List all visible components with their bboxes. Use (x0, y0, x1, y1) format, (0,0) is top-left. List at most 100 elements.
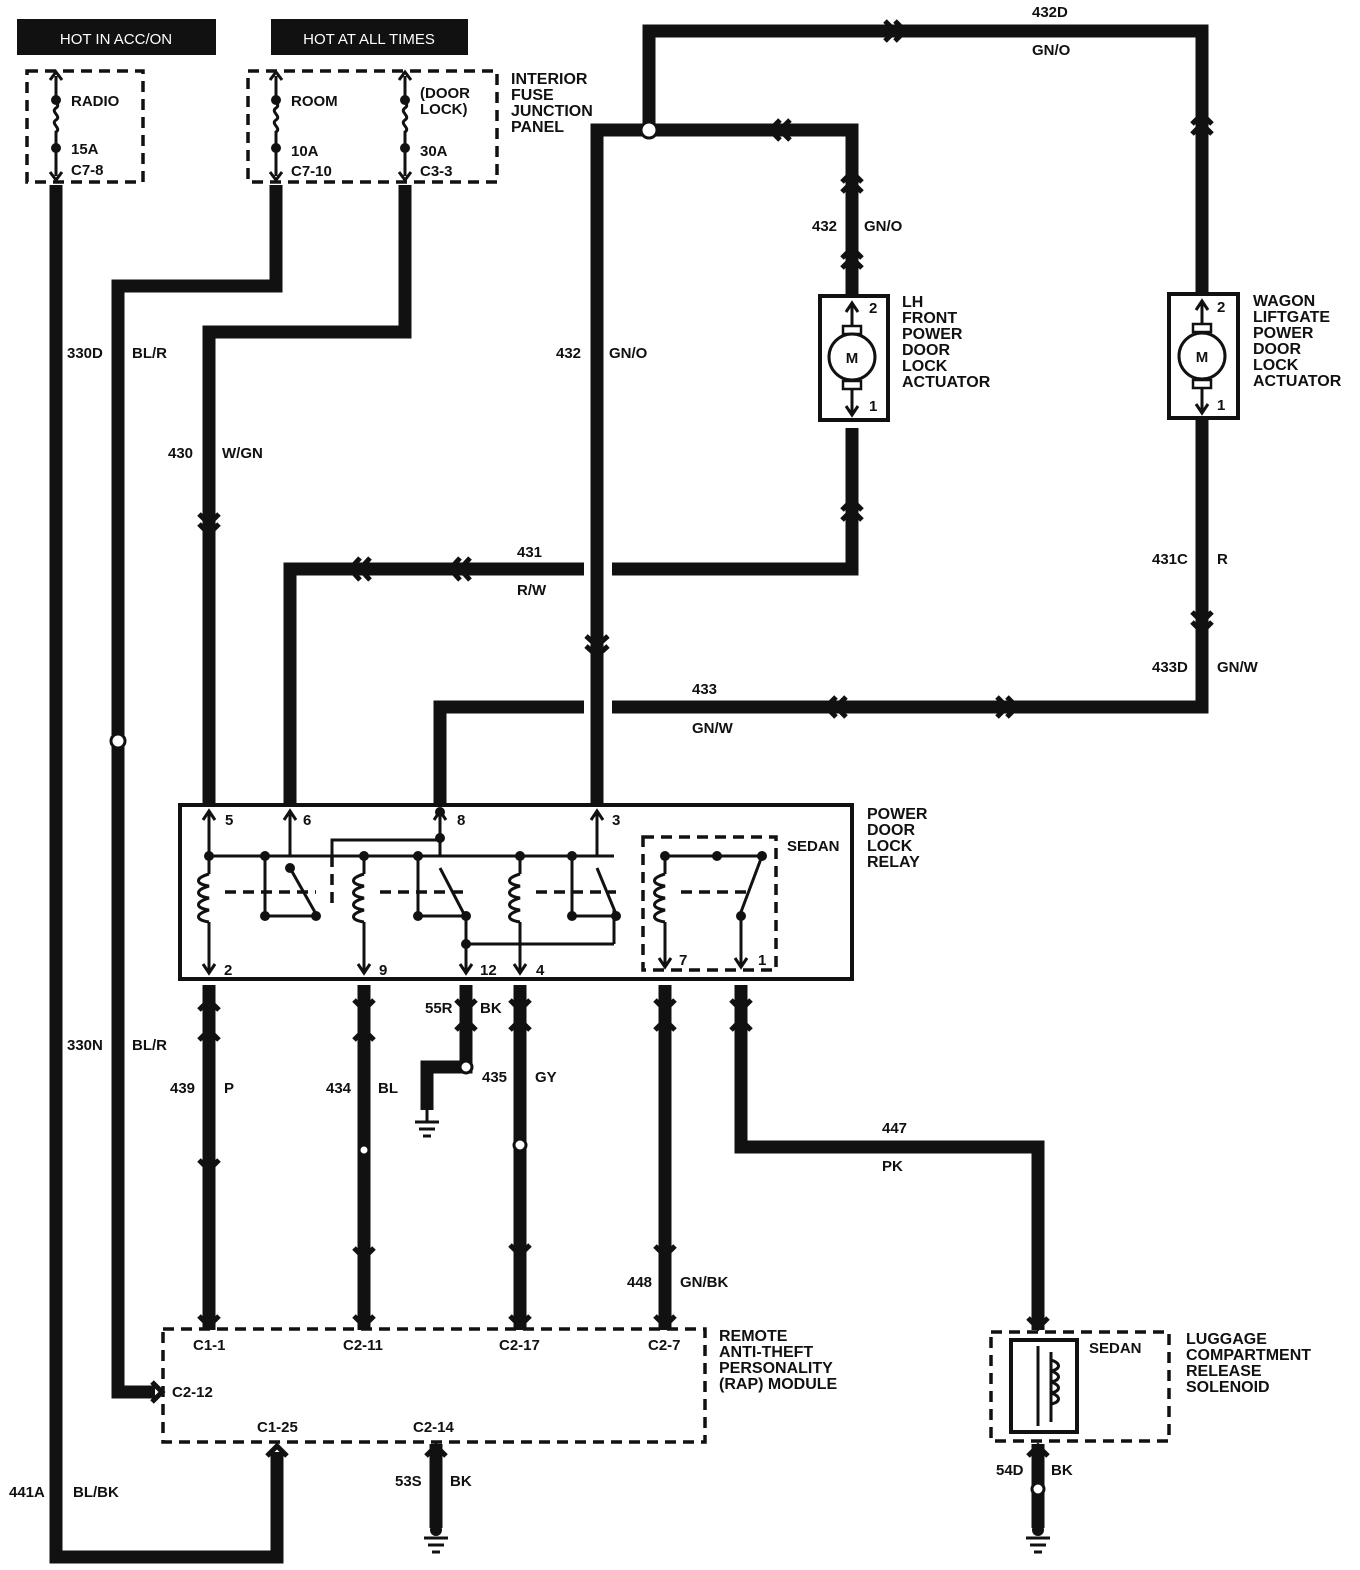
wagon-label-5: LOCK (1253, 357, 1299, 374)
wire-55r-circuit: 55R (425, 1000, 453, 1017)
wire-447-circuit: 447 (882, 1120, 907, 1137)
wire-433-color: GN/W (692, 720, 734, 737)
splice-434 (357, 1143, 371, 1157)
fuse-panel-label-line-2: FUSE (511, 87, 554, 104)
wire-431c-color: R (1217, 551, 1228, 568)
wire-432-lh-color: GN/O (864, 218, 903, 235)
solenoid-sedan-label: SEDAN (1089, 1340, 1142, 1357)
wire-441a-color: BL/BK (73, 1484, 119, 1501)
rap-label-1: REMOTE (719, 1328, 788, 1345)
relay-pin-2: 2 (224, 962, 232, 979)
wire-431c-circuit: 431C (1152, 551, 1188, 568)
header-hot-at-all-times: HOT AT ALL TIMES (271, 19, 468, 55)
wire-432-lh-circuit: 432 (812, 218, 837, 235)
rap-label-4: (RAP) MODULE (719, 1376, 838, 1393)
lh-label-6: ACTUATOR (902, 374, 991, 391)
wire-330n (111, 185, 283, 1399)
solenoid-label-3: RELEASE (1186, 1363, 1262, 1380)
wire-435-color: GY (535, 1069, 557, 1086)
wire-441a-circuit: 441A (9, 1484, 45, 1501)
ground-55r (415, 1110, 439, 1138)
wire-430 (202, 185, 412, 805)
splice-54d (1030, 1481, 1046, 1497)
wagon-label-3: POWER (1253, 325, 1314, 342)
fuse-door-lock-name-2: LOCK) (420, 101, 468, 118)
wire-432d-color: GN/O (1032, 42, 1071, 59)
wire-434-circuit: 434 (326, 1080, 352, 1097)
relay-label-1: POWER (867, 806, 928, 823)
wire-434-color: BL (378, 1080, 398, 1097)
rap-label-2: ANTI-THEFT (719, 1344, 813, 1361)
fuse-room-cavity: C7-10 (291, 163, 332, 180)
wagon-pin-2: 2 (1217, 299, 1225, 316)
lh-label-5: LOCK (902, 358, 948, 375)
header-acc-on-label: HOT IN ACC/ON (60, 31, 172, 48)
rap-pin-c2-11: C2-11 (343, 1337, 383, 1354)
wire-430-color: W/GN (222, 445, 263, 462)
rap-module: C1-1 C2-11 C2-17 C2-7 C2-12 C1-25 C2-14 … (150, 1314, 838, 1458)
wire-54d-circuit: 54D (996, 1462, 1024, 1479)
fuse-room-rating: 10A (291, 143, 319, 160)
relay-pin-8: 8 (457, 812, 465, 829)
relay-pin-12: 12 (480, 962, 497, 979)
fuse-door-lock-rating: 30A (420, 143, 448, 160)
wire-53s-color: BK (450, 1473, 472, 1490)
header-hot-in-acc-on: HOT IN ACC/ON (17, 19, 216, 55)
wire-447 (734, 985, 1045, 1330)
fuse-radio-cavity: C7-8 (71, 162, 104, 179)
rap-pin-c2-17: C2-17 (499, 1337, 540, 1354)
wire-labels: 330D BL/R 330N BL/R 441A BL/BK 430 W/GN … (9, 4, 1259, 1501)
rap-pin-c2-14: C2-14 (413, 1419, 455, 1436)
relay-dots (204, 833, 621, 949)
fuse-door-lock-name-1: (DOOR (420, 85, 470, 102)
header-all-times-label: HOT AT ALL TIMES (303, 31, 435, 48)
solenoid-label-1: LUGGAGE (1186, 1331, 1267, 1348)
fuse-room-and-door-lock: ROOM 10A C7-10 (DOOR LOCK) 30A C3-3 (246, 69, 499, 184)
wagon-pin-1: 1 (1217, 397, 1225, 414)
wire-segments (49, 24, 1209, 1564)
relay-pin-6: 6 (303, 812, 311, 829)
rap-pin-c2-12: C2-12 (172, 1384, 213, 1401)
lh-pin-2: 2 (869, 300, 877, 317)
wire-432-main (590, 123, 859, 805)
wire-330n-color: BL/R (132, 1037, 167, 1054)
inline-connectors (197, 19, 1214, 1262)
wire-432-main-color: GN/O (609, 345, 648, 362)
wire-431c-433d (612, 418, 1209, 714)
lh-label-4: DOOR (902, 342, 950, 359)
wire-447-color: PK (882, 1158, 903, 1175)
lh-pin-1: 1 (869, 398, 877, 415)
wire-53s-circuit: 53S (395, 1473, 422, 1490)
relay-label-2: DOOR (867, 822, 915, 839)
wagon-label-2: LIFTGATE (1253, 309, 1330, 326)
splice-55r (458, 1059, 474, 1075)
fuse-room-name: ROOM (291, 93, 338, 110)
wire-330d-441a (49, 185, 284, 1564)
relay-pin-7: 7 (679, 952, 687, 969)
rap-pin-c1-25: C1-25 (257, 1419, 298, 1436)
fuse-radio-rating: 15A (71, 141, 99, 158)
fuse-door-lock-cavity: C3-3 (420, 163, 453, 180)
wire-439-circuit: 439 (170, 1080, 195, 1097)
rap-pin-c2-7: C2-7 (648, 1337, 681, 1354)
wire-431-circuit: 431 (517, 544, 542, 561)
wire-55r-color: BK (480, 1000, 502, 1017)
solenoid-label-2: COMPARTMENT (1186, 1347, 1311, 1364)
wire-330d-circuit: 330D (67, 345, 103, 362)
relay-pin-9: 9 (379, 962, 387, 979)
splice-330 (109, 732, 127, 750)
wire-433-circuit: 433 (692, 681, 717, 698)
lh-label-3: POWER (902, 326, 963, 343)
wire-448-circuit: 448 (627, 1274, 652, 1291)
wire-439-color: P (224, 1080, 234, 1097)
wire-432d (642, 24, 1209, 294)
wire-330d-color: BL/R (132, 345, 167, 362)
fuse-radio: RADIO 15A C7-8 (25, 69, 145, 184)
splice-435 (512, 1137, 528, 1153)
wire-433d-circuit: 433D (1152, 659, 1188, 676)
luggage-release-solenoid: SEDAN LUGGAGE COMPARTMENT RELEASE SOLENO… (989, 1316, 1311, 1458)
lh-motor-label: M (846, 350, 859, 367)
relay-coil-1 (197, 856, 217, 976)
wire-430-circuit: 430 (168, 445, 193, 462)
